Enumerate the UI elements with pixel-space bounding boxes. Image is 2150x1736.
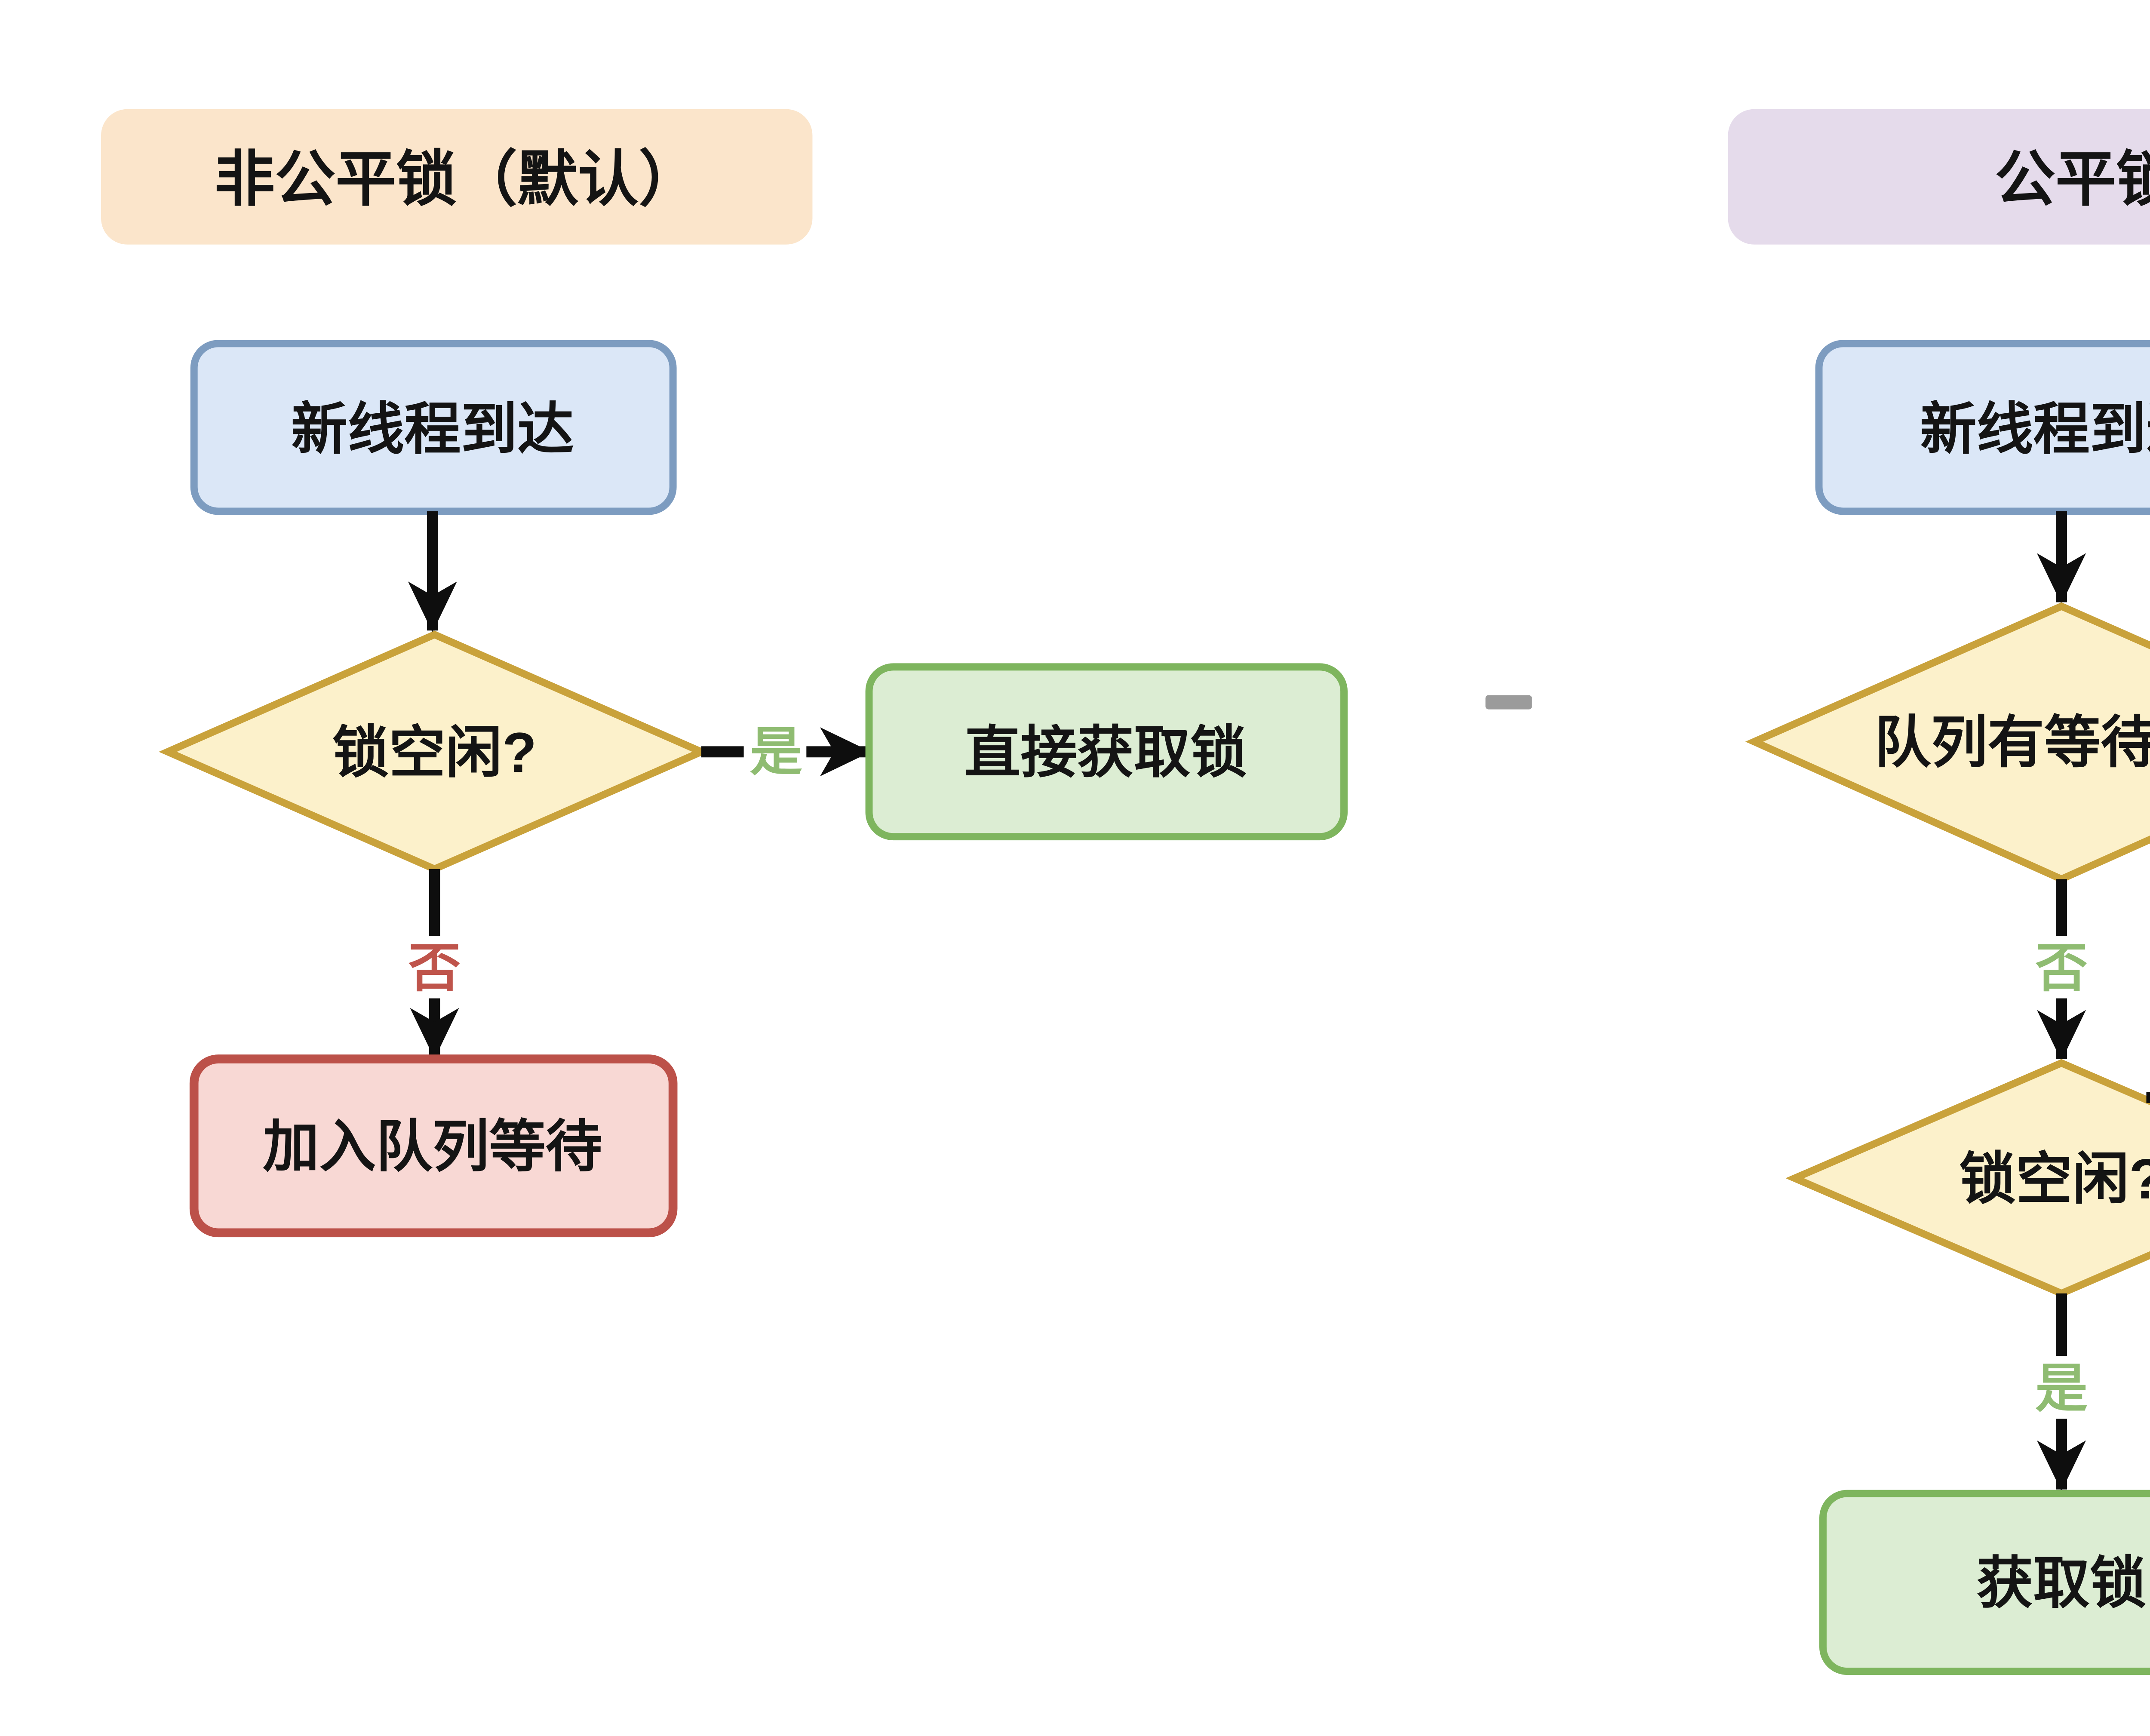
fair-d1-no-label: 否 — [2035, 938, 2088, 997]
unfair-acquire-node — [865, 663, 1348, 841]
unfair-wait-node — [189, 1054, 678, 1238]
fair-lock-title: 公平锁 — [1995, 145, 2150, 213]
unfair-decision-label: 锁空闲? — [332, 721, 537, 784]
unfair-lock-header — [101, 109, 813, 245]
unfair-lock-title: 非公平锁（默认） — [214, 145, 699, 213]
fair-start-node — [1815, 340, 2150, 515]
unfair-no-label: 否 — [408, 938, 461, 997]
unfair-start-label: 新线程到达 — [291, 397, 574, 461]
unfair-start-node — [190, 340, 677, 515]
fair-decision1-label: 队列有等待者? — [1874, 711, 2150, 774]
fair-start-label: 新线程到达 — [1920, 397, 2150, 461]
fair-d2-yes-label: 是 — [2035, 1359, 2088, 1418]
fair-lock-chart: 公平锁 新线程到达 队列有等待者? 是 加入队列尾部 否 锁空闲? 否 是 获取… — [1728, 109, 2150, 1675]
fair-decision2-label: 锁空闲? — [1960, 1147, 2150, 1211]
charts-separator-dash — [1485, 695, 1532, 710]
fair-acquire-node — [1819, 1490, 2150, 1675]
unfair-yes-label: 是 — [750, 722, 802, 781]
unfair-lock-chart: 非公平锁（默认） 新线程到达 锁空闲? 是 直接获取锁 否 加入队列等待 — [101, 109, 1348, 1238]
fair-lock-header — [1728, 109, 2150, 245]
fair-acquire-label: 获取锁 — [1977, 1552, 2147, 1615]
unfair-wait-label: 加入队列等待 — [263, 1115, 602, 1178]
unfair-acquire-label: 直接获取锁 — [964, 721, 1247, 784]
